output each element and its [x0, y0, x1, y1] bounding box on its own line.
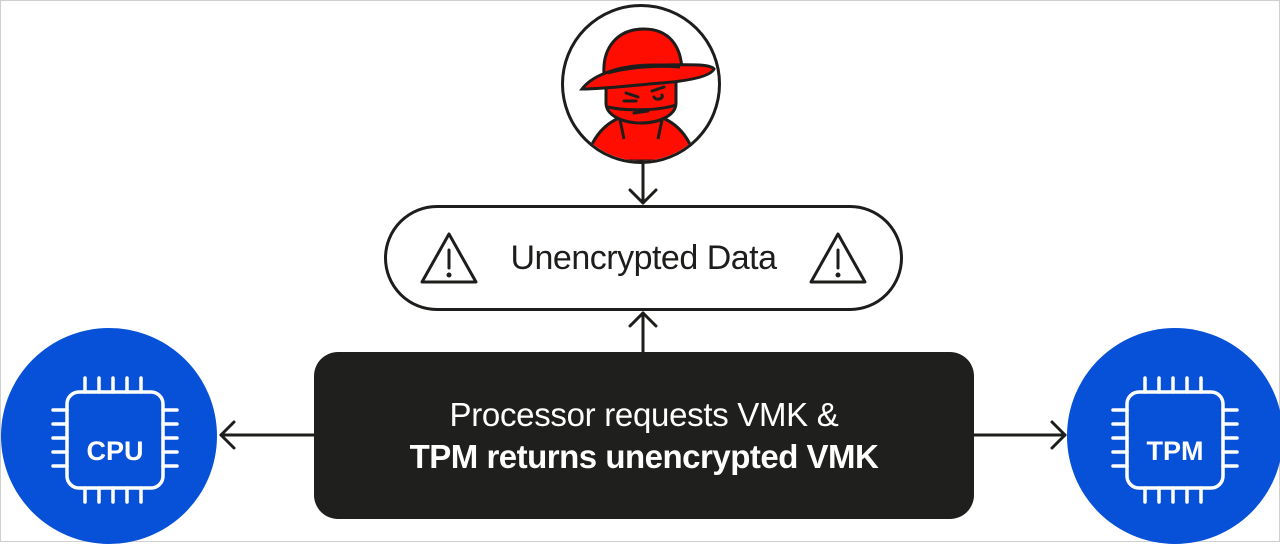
- arrowhead-up: [628, 311, 658, 328]
- process-node: Processor requests VMK & TPM returns une…: [314, 352, 974, 519]
- arrowhead-left: [219, 420, 236, 450]
- arrowhead-down: [628, 188, 658, 205]
- chip-icon: [1111, 376, 1239, 504]
- cpu-node: CPU: [1, 328, 217, 544]
- process-text-line2: TPM returns unencrypted VMK: [409, 437, 879, 475]
- unencrypted-data-label: Unencrypted Data: [510, 238, 777, 277]
- tpm-node: TPM: [1067, 328, 1280, 544]
- warning-icon: [809, 232, 867, 284]
- hacker-icon: [578, 27, 716, 161]
- chip-icon: [51, 376, 179, 504]
- process-text-line1: Processor requests VMK &: [449, 395, 839, 433]
- arrowhead-right: [1050, 420, 1067, 450]
- unencrypted-data-node: Unencrypted Data: [384, 205, 903, 311]
- cpu-label: CPU: [86, 436, 144, 466]
- warning-icon: [420, 232, 478, 284]
- attacker-node: [561, 4, 721, 164]
- tpm-label: TPM: [1146, 436, 1204, 466]
